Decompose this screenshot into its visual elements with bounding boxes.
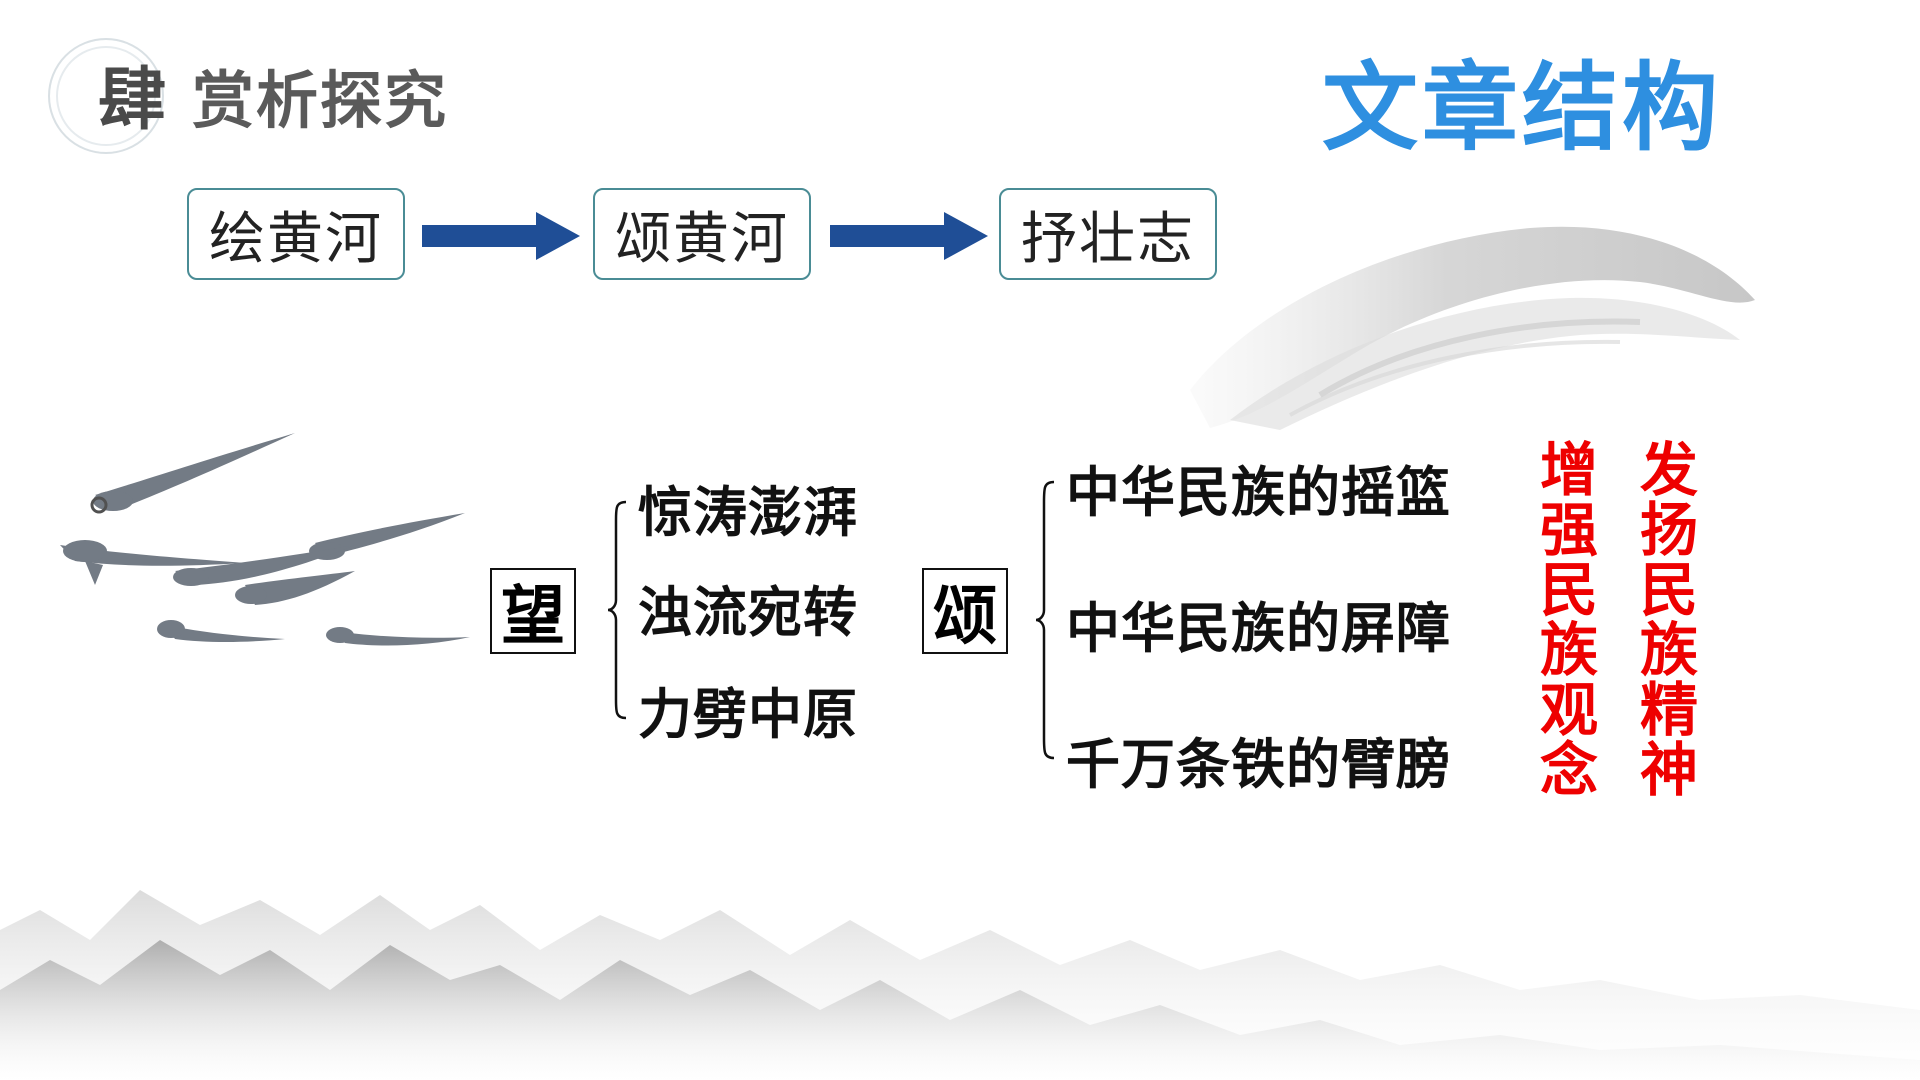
flow-step-depict: 绘黄河 <box>187 188 405 280</box>
section-seal <box>48 38 164 154</box>
wang-item-1: 惊涛澎湃 <box>638 481 858 544</box>
fish-ink-painting <box>60 433 470 646</box>
bracket-icon <box>1035 480 1055 760</box>
wang-item-3: 力劈中原 <box>638 683 858 746</box>
theme-national-spirit: 发扬民族精神 <box>1639 436 1698 804</box>
theme-national-concept: 增强民族观念 <box>1539 436 1598 804</box>
page-title: 文章结构 <box>1322 52 1722 164</box>
section-number: 肆 <box>98 61 167 140</box>
song-item-2: 中华民族的屏障 <box>1066 597 1451 660</box>
key-char-wang: 望 <box>490 568 576 654</box>
bracket-icon <box>607 500 627 720</box>
flow-step-express: 抒壮志 <box>999 188 1217 280</box>
song-item-3: 千万条铁的臂膀 <box>1066 733 1451 796</box>
key-char-song: 颂 <box>922 568 1008 654</box>
section-title: 赏析探究 <box>192 64 449 137</box>
flow-arrow-icon <box>830 212 988 260</box>
flow-step-praise: 颂黄河 <box>593 188 811 280</box>
flow-arrow-icon <box>422 212 580 260</box>
wang-item-2: 浊流宛转 <box>638 581 858 644</box>
ink-wash-stroke <box>1190 226 1755 430</box>
ink-mountains <box>0 890 1920 1080</box>
song-item-1: 中华民族的摇篮 <box>1066 461 1451 524</box>
